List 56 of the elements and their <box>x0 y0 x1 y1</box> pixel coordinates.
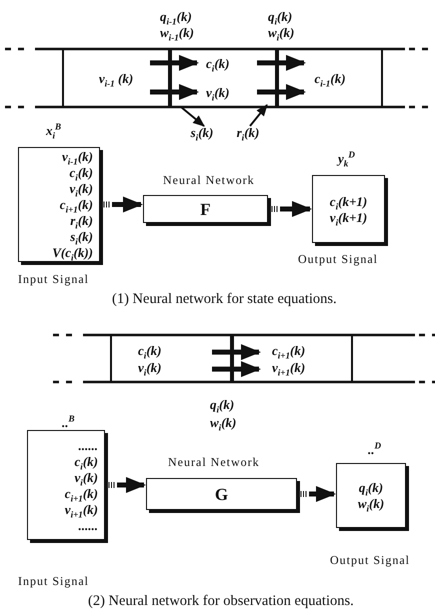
flow-variable-label: q$_{i-1}$(k) <box>160 10 192 23</box>
variable-label: v$_{i}$(k) <box>206 86 230 99</box>
flow-variable-label: q$_{i}$(k) <box>268 10 292 23</box>
variable-label: v$_{i}$(k) <box>70 182 93 195</box>
variable-label: w$_{i}$(k) <box>358 497 384 510</box>
caption-label: Output Signal <box>298 252 378 267</box>
flow-variable-label: q$_{i}$(k) <box>210 398 234 411</box>
variable-label: s$_{i}$(k) <box>70 230 93 243</box>
variable-label: v$_{i+1}$(k) <box>64 502 98 516</box>
network-box <box>146 478 297 510</box>
variable-label: c$_{i}$(k+1) <box>330 194 368 208</box>
road-segment <box>277 50 383 106</box>
road-segment <box>232 336 353 382</box>
variable-label: r$_{i}$(k) <box>70 214 93 227</box>
network-box <box>143 195 268 223</box>
variable-label: c$_{i}$(k) <box>74 454 98 468</box>
function-symbol: G <box>214 486 228 502</box>
variable-label: c$_{i+1}$(k) <box>60 198 93 211</box>
variable-label: c$_{i}$(k) <box>138 344 162 357</box>
flow-variable-label: w$_{i}$(k) <box>268 26 294 39</box>
variable-label: q$_{i}$(k) <box>358 481 384 494</box>
flow-label: r$_{i}$(k) <box>232 126 264 142</box>
variable-label: v$_{i}$(k) <box>74 470 98 484</box>
vector-label: ..$^{D}$ <box>368 443 382 456</box>
signal-box <box>27 430 105 540</box>
road-segment <box>62 50 170 106</box>
road-segment <box>110 336 232 382</box>
variable-label: c$_{i}$(k) <box>70 166 93 179</box>
variable-label: v$_{i}$(k) <box>138 361 162 374</box>
variable-label: v$_{i-1}$(k) <box>62 150 93 163</box>
variable-label: v$_{i+1}$(k) <box>272 361 306 374</box>
flow-variable-label: w$_{i}$(k) <box>210 416 236 429</box>
variable-label: c$_{i+1}$(k) <box>272 344 306 357</box>
variable-label: v$_{i}$(k+1) <box>330 210 368 224</box>
flow-variable-label: w$_{i-1}$(k) <box>160 26 194 39</box>
signal-box <box>336 463 406 528</box>
variable-label: v$_{i-1}$ (k) <box>98 72 134 84</box>
caption-label: Neural Network <box>163 173 255 188</box>
figure-caption: (2) Neural network for observation equations. <box>88 593 354 610</box>
figure-caption: (1) Neural network for state equations. <box>112 291 337 308</box>
signal-box <box>312 175 385 243</box>
caption-label: Input Signal <box>18 272 89 287</box>
variable-label: ...... <box>78 518 98 532</box>
vector-label: ..$^{B}$ <box>62 416 75 429</box>
function-symbol: F <box>200 200 211 218</box>
variable-label: ...... <box>78 438 98 452</box>
road-segment <box>170 50 277 106</box>
variable-label: c$_{i}$(k) <box>206 57 230 70</box>
variable-label: V(c$_{i}$(k)) <box>52 246 93 259</box>
caption-label: Input Signal <box>18 574 89 589</box>
variable-label: c$_{i-1}$(k) <box>314 72 346 84</box>
flow-label: s$_{i}$(k) <box>186 126 218 142</box>
caption-label: Neural Network <box>168 455 260 470</box>
caption-label: Output Signal <box>330 553 410 568</box>
variable-label: c$_{i+1}$(k) <box>64 486 98 500</box>
signal-box <box>18 147 100 262</box>
